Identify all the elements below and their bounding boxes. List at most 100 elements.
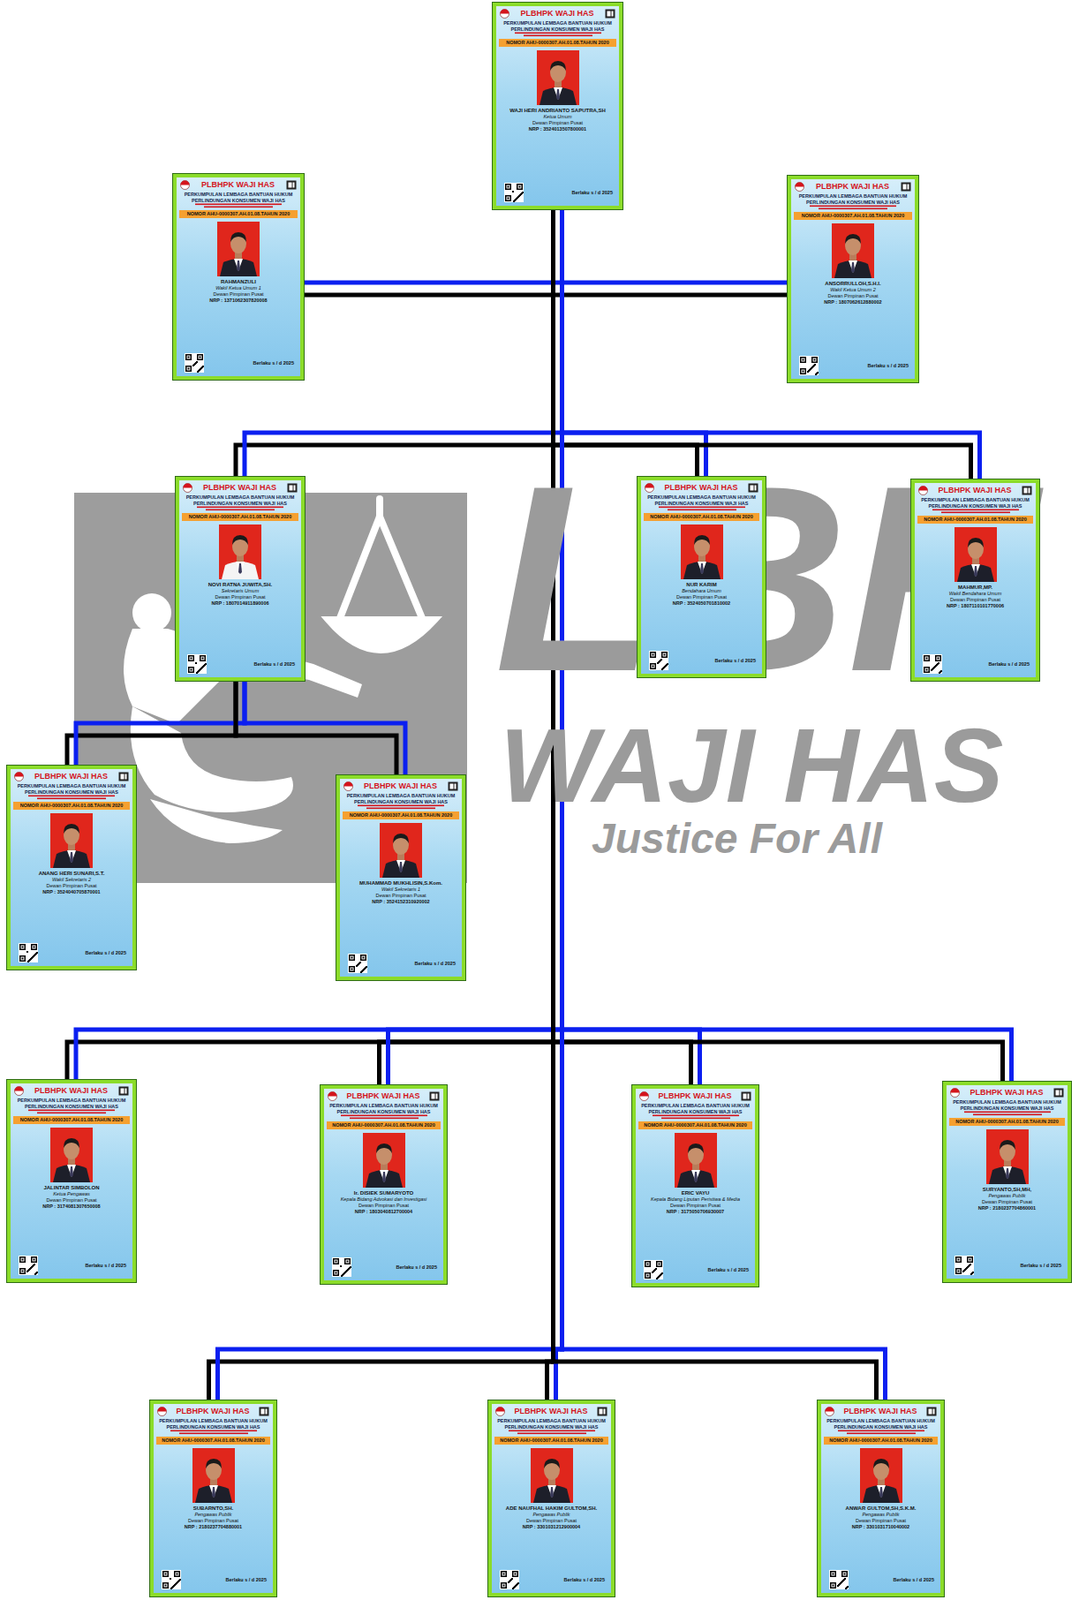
member-position: Ketua Pengawas — [13, 1191, 130, 1198]
registration-number: NOMOR AHU-0000307.AH.01.08.TAHUN 2020 — [919, 516, 1032, 523]
member-name: ANSORRULLOH,S.H.I. — [793, 280, 913, 287]
registration-band: NOMOR AHU-0000307.AH.01.08.TAHUN 2020 — [793, 211, 913, 220]
member-position: Wakil Bendahara Umum — [917, 590, 1034, 597]
lbh-logo — [1053, 1087, 1064, 1098]
flag-logo — [639, 1091, 649, 1102]
registration-band: NOMOR AHU-0000307.AH.01.08.TAHUN 2020 — [13, 801, 130, 810]
id-card: PLBHPK WAJI HASPERKUMPULAN LEMBAGA BANTU… — [787, 175, 919, 383]
flag-logo — [180, 180, 190, 190]
flag-logo — [495, 1406, 506, 1417]
card-header-band: PLBHPK WAJI HAS — [823, 1405, 938, 1419]
member-photo — [680, 524, 724, 580]
registration-number: NOMOR AHU-0000307.AH.01.08.TAHUN 2020 — [15, 802, 129, 809]
member-nrp: NRP : 3524152310920002 — [342, 898, 460, 906]
registration-number: NOMOR AHU-0000307.AH.01.08.TAHUN 2020 — [15, 1116, 129, 1124]
org-connector — [235, 680, 406, 776]
member-photo — [50, 1127, 93, 1183]
id-card: PLBHPK WAJI HASPERKUMPULAN LEMBAGA BANTU… — [7, 1079, 136, 1283]
board-name: Dewan Pimpinan Pusat — [156, 1517, 271, 1525]
member-photo — [379, 822, 423, 878]
qr-code — [504, 182, 524, 203]
registration-band: NOMOR AHU-0000307.AH.01.08.TAHUN 2020 — [342, 811, 460, 820]
card-footer: Berlaku s / d 2025 — [181, 654, 299, 675]
card-header: PLBHPK WAJI HAS — [969, 1087, 1043, 1098]
flag-logo — [794, 181, 805, 192]
card-header: PLBHPK WAJI HAS — [843, 1406, 917, 1417]
card-header: PLBHPK WAJI HAS — [201, 180, 275, 190]
organisation-name: PERKUMPULAN LEMBAGA BANTUAN HUKUM PERLIN… — [156, 1418, 271, 1430]
validity-date: Berlaku s / d 2025 — [1020, 1262, 1062, 1269]
member-position: Wakil Ketua Umum 2 — [793, 286, 913, 294]
member-nrp: NRP : 1807014911890006 — [181, 600, 299, 607]
connector-line — [75, 680, 245, 766]
registration-band: NOMOR AHU-0000307.AH.01.08.TAHUN 2020 — [326, 1121, 441, 1130]
card-header-band: PLBHPK WAJI HAS — [643, 482, 760, 495]
member-nrp: NRP : 1807110101770006 — [917, 603, 1034, 610]
connector-line — [235, 680, 397, 776]
member-name: ANANG HERI SUNARI,S.T. — [13, 870, 130, 877]
connector-line — [218, 209, 563, 1401]
member-nrp: NRP : 3524050701810002 — [643, 600, 760, 607]
decor-lines — [804, 204, 902, 211]
member-name: JALINTAR SIMBOLON — [13, 1184, 130, 1192]
connector-line — [75, 209, 563, 1080]
board-name: Dewan Pimpinan Pusat — [181, 594, 299, 601]
card-footer: Berlaku s / d 2025 — [179, 353, 298, 374]
card-footer: Berlaku s / d 2025 — [498, 182, 617, 204]
member-position: Kepala Bidang Advokasi dan Investigasi — [326, 1196, 441, 1203]
registration-number: NOMOR AHU-0000307.AH.01.08.TAHUN 2020 — [795, 212, 911, 219]
validity-date: Berlaku s / d 2025 — [85, 950, 127, 957]
card-footer: Berlaku s / d 2025 — [638, 1260, 753, 1281]
lbh-logo — [429, 1091, 440, 1102]
registration-band: NOMOR AHU-0000307.AH.01.08.TAHUN 2020 — [181, 513, 299, 521]
organisation-name: PERKUMPULAN LEMBAGA BANTUAN HUKUM PERLIN… — [13, 783, 130, 795]
connector-line — [209, 209, 554, 1401]
card-footer: Berlaku s / d 2025 — [494, 1569, 609, 1591]
qr-code — [829, 1569, 849, 1590]
decor-lines — [22, 794, 121, 800]
registration-band: NOMOR AHU-0000307.AH.01.08.TAHUN 2020 — [494, 1436, 609, 1445]
member-nrp: NRP : 1807062612880002 — [793, 299, 913, 306]
member-nrp: NRP : 3175050706930007 — [638, 1208, 753, 1215]
member-nrp: NRP : 2180237704860001 — [949, 1205, 1065, 1212]
decor-lines — [509, 31, 607, 38]
validity-date: Berlaku s / d 2025 — [572, 189, 613, 197]
board-name: Dewan Pimpinan Pusat — [13, 882, 130, 890]
card-footer: Berlaku s / d 2025 — [793, 355, 913, 377]
board-name: Dewan Pimpinan Pusat — [643, 594, 760, 601]
validity-date: Berlaku s / d 2025 — [254, 661, 295, 668]
card-header-band: PLBHPK WAJI HAS — [181, 482, 299, 495]
decor-lines — [653, 505, 751, 512]
card-footer: Berlaku s / d 2025 — [949, 1255, 1065, 1276]
board-name: Dewan Pimpinan Pusat — [13, 1197, 130, 1204]
organisation-name: PERKUMPULAN LEMBAGA BANTUAN HUKUM PERLIN… — [326, 1102, 441, 1115]
org-connector — [67, 209, 563, 1080]
member-name: MUHAMMAD MUKHLISIN,S.Kom. — [342, 880, 460, 887]
registration-band: NOMOR AHU-0000307.AH.01.08.TAHUN 2020 — [949, 1117, 1065, 1126]
card-footer: Berlaku s / d 2025 — [823, 1569, 938, 1591]
validity-date: Berlaku s / d 2025 — [85, 1262, 127, 1269]
qr-code — [187, 654, 207, 674]
flag-logo — [14, 771, 24, 782]
validity-date: Berlaku s / d 2025 — [708, 1267, 749, 1274]
flag-logo — [343, 781, 354, 792]
registration-band: NOMOR AHU-0000307.AH.01.08.TAHUN 2020 — [179, 210, 298, 219]
id-card: PLBHPK WAJI HASPERKUMPULAN LEMBAGA BANTU… — [7, 765, 136, 970]
flag-logo — [918, 485, 929, 496]
member-position: Ketua Umum — [498, 113, 617, 121]
card-header: PLBHPK WAJI HAS — [175, 1406, 249, 1417]
validity-date: Berlaku s / d 2025 — [415, 960, 456, 967]
organisation-name: PERKUMPULAN LEMBAGA BANTUAN HUKUM PERLIN… — [498, 20, 617, 32]
member-name: Ir. DISIEK SUMARYOTO — [326, 1190, 441, 1197]
organisation-name: PERKUMPULAN LEMBAGA BANTUAN HUKUM PERLIN… — [13, 1097, 130, 1110]
org-connector — [553, 209, 886, 1401]
member-photo — [217, 221, 260, 277]
qr-code — [643, 1260, 664, 1280]
member-name: ADE NAUFHAL HAKIM GULTOM,SH. — [494, 1505, 609, 1512]
connector-line — [562, 209, 886, 1401]
member-photo — [536, 50, 580, 106]
member-nrp: NRP : 3174081307650008 — [13, 1203, 130, 1210]
card-header-band: PLBHPK WAJI HAS — [498, 7, 617, 21]
member-position: Wakil Ketua Umum 1 — [179, 285, 298, 292]
validity-date: Berlaku s / d 2025 — [893, 1577, 935, 1584]
